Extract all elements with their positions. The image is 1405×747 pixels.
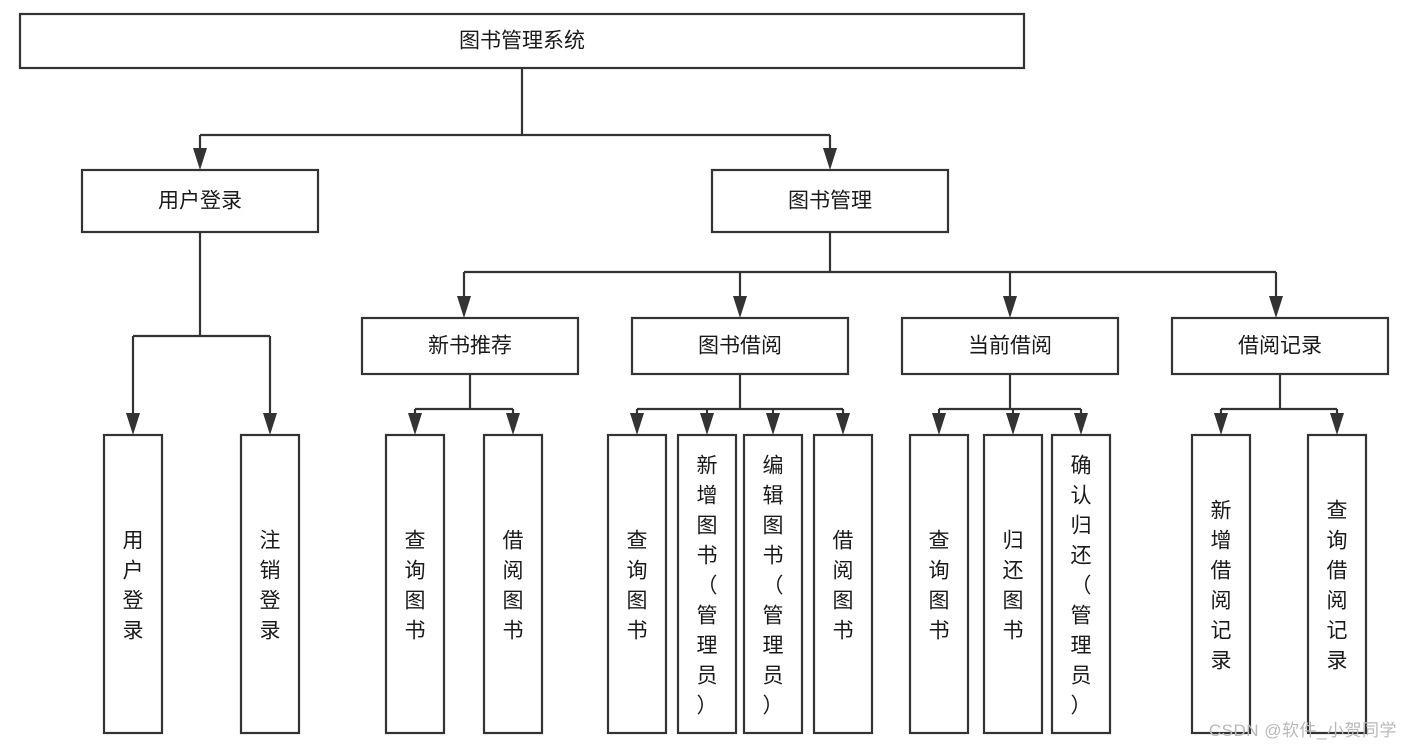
node-leaf-borrow-book-rec[interactable]: 借阅图书 bbox=[482, 433, 544, 735]
node-box-leaf-borrow-book bbox=[812, 433, 874, 735]
node-box-leaf-borrow-book-rec bbox=[482, 433, 544, 735]
node-label-leaf-edit-book: 编辑图书（管理员） bbox=[763, 454, 784, 717]
connector-edge-root bbox=[193, 68, 837, 170]
node-box-leaf-return-book bbox=[982, 433, 1044, 735]
node-box-borrow-record bbox=[1170, 316, 1390, 376]
connector-edge-user-login bbox=[126, 232, 277, 435]
connector-edge-borrow-record bbox=[1214, 374, 1344, 435]
node-label-book-borrow: 图书借阅 bbox=[698, 335, 782, 358]
node-leaf-query-book-current[interactable]: 查询图书 bbox=[908, 433, 970, 735]
node-label-leaf-query-book-current: 查询图书 bbox=[929, 529, 950, 642]
node-box-book-borrow bbox=[630, 316, 850, 376]
node-leaf-confirm-return[interactable]: 确认归还（管理员） bbox=[1050, 433, 1112, 735]
node-leaf-query-book-rec[interactable]: 查询图书 bbox=[384, 433, 446, 735]
node-label-leaf-logout: 注销登录 bbox=[260, 529, 281, 642]
connector-edge-current-borrow bbox=[932, 374, 1088, 435]
node-root[interactable]: 图书管理系统 bbox=[18, 12, 1026, 70]
node-box-leaf-add-record bbox=[1190, 433, 1252, 735]
node-label-borrow-record: 借阅记录 bbox=[1238, 335, 1322, 358]
node-leaf-borrow-book[interactable]: 借阅图书 bbox=[812, 433, 874, 735]
node-box-leaf-query-book-borrow bbox=[606, 433, 668, 735]
node-leaf-add-record[interactable]: 新增借阅记录 bbox=[1190, 433, 1252, 735]
node-box-leaf-query-book-current bbox=[908, 433, 970, 735]
node-label-leaf-query-book-borrow: 查询图书 bbox=[627, 529, 648, 642]
csdn-watermark: CSDN @软件_小贺同学 bbox=[1208, 721, 1397, 740]
node-label-user-login: 用户登录 bbox=[158, 190, 242, 213]
node-leaf-user-login[interactable]: 用户登录 bbox=[102, 433, 164, 735]
node-user-login[interactable]: 用户登录 bbox=[80, 168, 320, 234]
node-label-leaf-borrow-book: 借阅图书 bbox=[833, 529, 854, 642]
connector-edge-new-book-recommend bbox=[408, 374, 520, 435]
node-leaf-query-record[interactable]: 查询借阅记录 bbox=[1306, 433, 1368, 735]
node-label-leaf-confirm-return: 确认归还（管理员） bbox=[1071, 454, 1092, 717]
node-label-root: 图书管理系统 bbox=[459, 30, 585, 53]
node-box-root bbox=[18, 12, 1026, 70]
node-box-leaf-query-record bbox=[1306, 433, 1368, 735]
node-label-leaf-borrow-book-rec: 借阅图书 bbox=[503, 529, 524, 642]
node-box-leaf-add-book bbox=[676, 433, 738, 735]
node-box-leaf-user-login bbox=[102, 433, 164, 735]
node-leaf-logout[interactable]: 注销登录 bbox=[239, 433, 301, 735]
node-book-manage[interactable]: 图书管理 bbox=[710, 168, 950, 234]
node-label-leaf-add-record: 新增借阅记录 bbox=[1211, 499, 1232, 672]
connector-edge-book-borrow bbox=[630, 374, 850, 435]
node-leaf-query-book-borrow[interactable]: 查询图书 bbox=[606, 433, 668, 735]
node-layer: 图书管理系统用户登录图书管理新书推荐图书借阅当前借阅借阅记录用户登录注销登录查询… bbox=[18, 12, 1390, 735]
edge-layer bbox=[126, 68, 1344, 435]
node-current-borrow[interactable]: 当前借阅 bbox=[900, 316, 1120, 376]
node-label-leaf-query-record: 查询借阅记录 bbox=[1327, 499, 1348, 672]
node-box-leaf-query-book-rec bbox=[384, 433, 446, 735]
node-box-book-manage bbox=[710, 168, 950, 234]
node-book-borrow[interactable]: 图书借阅 bbox=[630, 316, 850, 376]
node-label-current-borrow: 当前借阅 bbox=[968, 335, 1052, 358]
node-box-leaf-edit-book bbox=[742, 433, 804, 735]
node-leaf-edit-book[interactable]: 编辑图书（管理员） bbox=[742, 433, 804, 735]
node-label-leaf-query-book-rec: 查询图书 bbox=[405, 529, 426, 642]
node-label-leaf-return-book: 归还图书 bbox=[1003, 529, 1024, 642]
node-box-new-book-recommend bbox=[360, 316, 580, 376]
node-new-book-recommend[interactable]: 新书推荐 bbox=[360, 316, 580, 376]
node-box-current-borrow bbox=[900, 316, 1120, 376]
node-box-leaf-logout bbox=[239, 433, 301, 735]
connector-edge-book-manage bbox=[457, 232, 1283, 318]
node-leaf-return-book[interactable]: 归还图书 bbox=[982, 433, 1044, 735]
node-borrow-record[interactable]: 借阅记录 bbox=[1170, 316, 1390, 376]
node-label-new-book-recommend: 新书推荐 bbox=[428, 335, 512, 358]
node-leaf-add-book[interactable]: 新增图书（管理员） bbox=[676, 433, 738, 735]
node-box-leaf-confirm-return bbox=[1050, 433, 1112, 735]
node-label-leaf-user-login: 用户登录 bbox=[123, 529, 144, 642]
node-label-leaf-add-book: 新增图书（管理员） bbox=[697, 454, 718, 717]
node-label-book-manage: 图书管理 bbox=[788, 190, 872, 213]
node-box-user-login bbox=[80, 168, 320, 234]
